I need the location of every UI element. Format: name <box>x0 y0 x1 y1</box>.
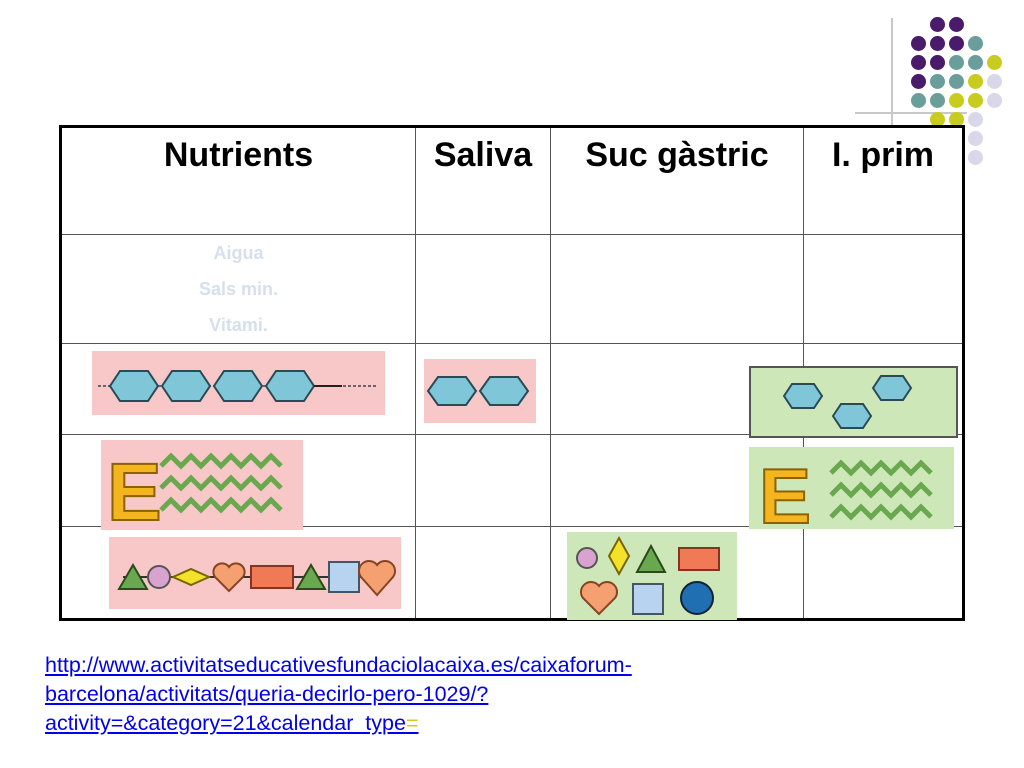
hexagon-single-icon <box>782 375 913 429</box>
decorative-dot <box>968 93 983 108</box>
amino-acid-chain-icon <box>117 560 396 597</box>
table-row: Aigua Sals min. Vitami. <box>60 234 964 344</box>
header-nutrients: Nutrients <box>60 126 416 235</box>
svg-text:E: E <box>107 447 162 530</box>
source-link[interactable]: http://www.activitatseducativesfundaciol… <box>45 651 765 738</box>
cell-empty <box>415 526 551 620</box>
decorative-dot <box>930 74 945 89</box>
decorative-dot <box>949 17 964 32</box>
decorative-dot <box>949 112 964 127</box>
decorative-dot <box>911 93 926 108</box>
decorative-dot <box>968 150 983 165</box>
decorative-horizontal-line <box>855 112 967 114</box>
decorative-dot <box>930 17 945 32</box>
header-suc-gastric: Suc gàstric <box>550 126 804 235</box>
cell-empty <box>415 434 551 527</box>
protein-chain-card <box>109 537 401 609</box>
cell-empty <box>803 526 964 620</box>
cell-empty <box>415 234 551 344</box>
decorative-dot <box>911 55 926 70</box>
header-saliva: Saliva <box>415 126 551 235</box>
lipid-card: E <box>101 440 303 530</box>
cell-empty <box>803 234 964 344</box>
enzyme-e-icon: E <box>758 451 933 529</box>
decorative-dot <box>968 131 983 146</box>
header-row: Nutrients Saliva Suc gàstric I. prim <box>60 126 964 235</box>
hexagon-pair-icon <box>426 376 530 406</box>
nutrient-cell-minerals: Aigua Sals min. Vitami. <box>60 234 416 344</box>
hexagon-chain-icon <box>98 370 377 402</box>
decorative-dot <box>949 74 964 89</box>
decorative-dot <box>911 36 926 51</box>
amino-acid-shapes-icon <box>576 535 720 616</box>
label-vitami: Vitami. <box>209 315 268 335</box>
iprim-glucid-card <box>749 366 958 438</box>
decorative-dot <box>987 55 1002 70</box>
decorative-dot <box>949 93 964 108</box>
svg-text:E: E <box>759 452 811 529</box>
source-link-text[interactable]: http://www.activitatseducativesfundaciol… <box>45 653 632 735</box>
gastric-protein-card <box>567 532 737 620</box>
decorative-dot <box>968 55 983 70</box>
saliva-glucid-card <box>424 359 536 423</box>
decorative-vertical-line <box>891 18 893 128</box>
iprim-lipid-card: E <box>749 447 954 529</box>
decorative-dot <box>987 93 1002 108</box>
label-sals: Sals min. <box>198 279 279 299</box>
source-link-tail: = <box>405 711 419 735</box>
decorative-dot <box>949 55 964 70</box>
decorative-dot <box>930 36 945 51</box>
zigzag-fatty-acid-icon: E <box>106 446 283 530</box>
decorative-dot <box>968 36 983 51</box>
decorative-dot <box>968 112 983 127</box>
glucid-chain-card <box>92 351 385 415</box>
decorative-dot <box>930 55 945 70</box>
decorative-dot <box>930 112 945 127</box>
decorative-dot <box>949 36 964 51</box>
decorative-dot <box>930 93 945 108</box>
decorative-dot <box>987 74 1002 89</box>
decorative-dot <box>911 74 926 89</box>
decorative-dot <box>968 74 983 89</box>
cell-empty <box>550 234 804 344</box>
label-aigua: Aigua <box>213 243 264 263</box>
header-i-prim: I. prim <box>803 126 964 235</box>
